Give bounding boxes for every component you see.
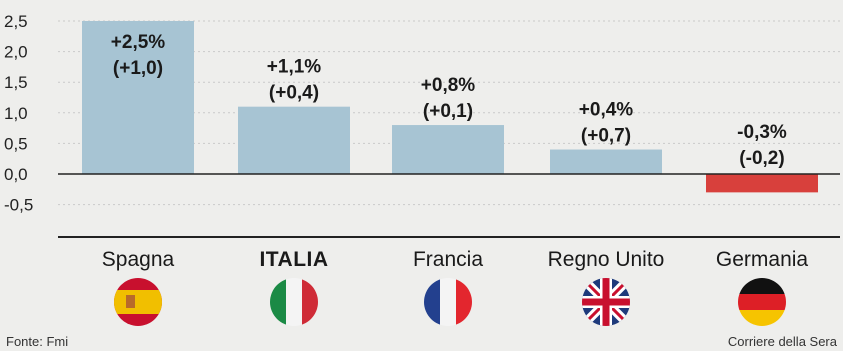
change-label: (-0,2) <box>739 148 784 169</box>
data-label: +0,8% <box>421 75 476 96</box>
category-label: Francia <box>413 248 483 271</box>
italy-flag-icon <box>270 278 318 326</box>
germany-flag-icon <box>738 278 786 326</box>
category-label: Regno Unito <box>548 248 665 271</box>
category-label: Spagna <box>102 248 175 271</box>
category-label: Germania <box>716 248 809 271</box>
category-label: ITALIA <box>259 248 328 271</box>
change-label: (+0,7) <box>581 126 631 147</box>
y-tick-label: 0,5 <box>4 134 28 153</box>
source-note: Fonte: Fmi <box>6 334 69 349</box>
uk-flag-icon <box>582 278 630 326</box>
bar <box>550 149 662 174</box>
data-label: +2,5% <box>111 32 166 53</box>
bar <box>392 125 504 174</box>
credit-note: Corriere della Sera <box>727 334 837 349</box>
spain-flag-icon <box>114 278 162 326</box>
france-flag-icon <box>424 278 472 326</box>
y-tick-label: -0,5 <box>4 196 33 215</box>
change-label: (+0,4) <box>269 83 319 104</box>
y-tick-label: 2,0 <box>4 43 28 62</box>
bar <box>238 106 350 174</box>
y-tick-label: 0,0 <box>4 165 28 184</box>
y-tick-label: 2,5 <box>4 12 28 31</box>
y-tick-label: 1,5 <box>4 73 28 92</box>
data-label: +0,4% <box>579 100 634 121</box>
data-label: -0,3% <box>737 122 787 143</box>
y-tick-label: 1,0 <box>4 104 28 123</box>
change-label: (+0,1) <box>423 101 473 122</box>
change-label: (+1,0) <box>113 58 163 79</box>
bar <box>82 21 194 174</box>
data-label: +1,1% <box>267 57 322 78</box>
bar <box>706 174 818 193</box>
